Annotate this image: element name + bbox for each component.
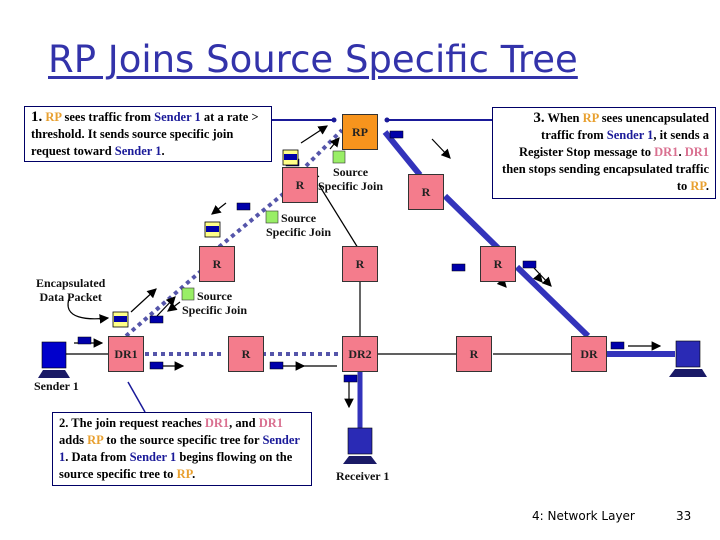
node-dr2: DR2 [342,336,378,372]
packet [149,361,164,370]
encapsulated-pointer [67,295,110,324]
node-router-upper-left: R [282,167,318,203]
callout-step2: 2. The join request reaches DR1, and DR1… [52,412,312,486]
packet [77,336,92,345]
label-sender1: Sender 1 [34,379,79,393]
sender1-computer-icon [38,341,70,378]
packet [343,374,358,383]
node-router-upper-right: R [408,174,444,210]
sst-rml-rul [217,188,290,249]
link-rleft-rmidcenter [318,184,359,249]
node-router-mid-left: R [199,246,235,282]
label-receiver1: Receiver 1 [336,469,390,483]
link-rur-rmr [442,193,503,253]
packet [610,341,625,350]
link-rmr-dr [514,264,591,339]
callout-step1: 1. RP sees traffic from Sender 1 at a ra… [24,106,272,162]
slide-title: RP Joins Source Specific Tree [48,38,578,81]
footer-chapter: 4: Network Layer [532,509,635,523]
page-number: 33 [676,509,692,523]
packet [236,202,251,211]
encapsulated-packet [282,149,299,166]
node-router-bottom-left: R [228,336,264,372]
packet [149,315,164,324]
callout-step3: 3. When RP sees unencapsulated traffic f… [492,107,716,199]
packet [389,130,404,139]
node-router-mid-center: R [342,246,378,282]
node-rp: RP [342,114,378,150]
packet [269,361,284,370]
callout2-leader [127,381,146,413]
link-rp-rur [382,130,423,177]
receiver1-computer-icon [343,427,377,464]
node-dr1: DR1 [108,336,144,372]
receiver2-computer-icon [669,340,707,377]
encapsulated-packet [204,221,221,238]
node-dr: DR [571,336,607,372]
sst-dr1-rml [124,269,203,338]
node-router-mid-right: R [480,246,516,282]
packet [451,263,466,272]
join-message-icon [181,287,195,301]
sst-rul-rp [304,128,344,168]
join-message-icon [265,210,279,224]
encapsulated-packet [112,311,129,328]
node-router-bottom-center: R [456,336,492,372]
join-message-icon [332,150,346,164]
packet [522,260,537,269]
